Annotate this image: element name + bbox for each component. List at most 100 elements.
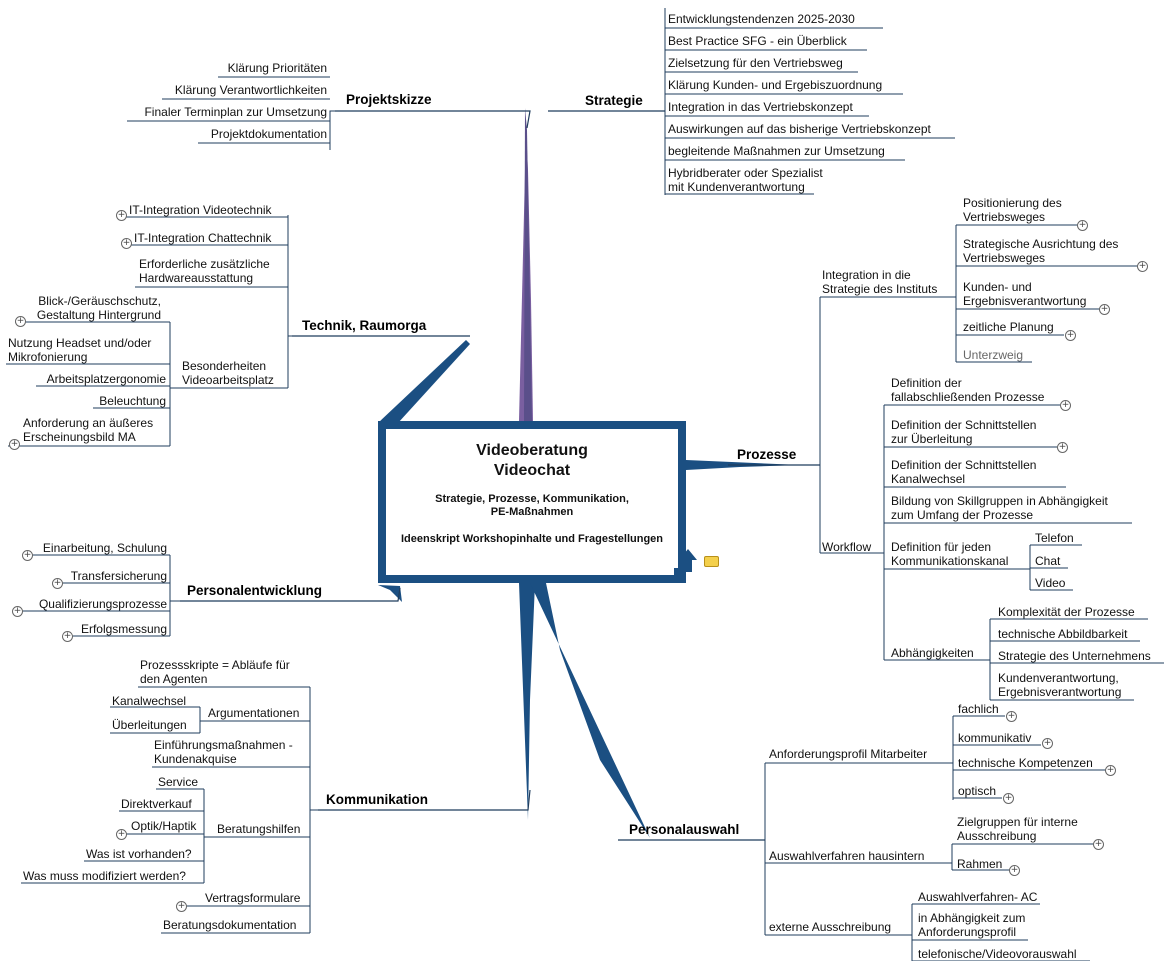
node-beratungshilfen[interactable]: Beratungshilfen	[217, 822, 301, 836]
node-kommunikativ[interactable]: kommunikativ	[958, 731, 1032, 745]
node-auswahlverfahren-ac[interactable]: Auswahlverfahren- AC	[918, 890, 1038, 904]
node-zielsetzung-für-den-vertriebsweg[interactable]: Zielsetzung für den Vertriebsweg	[668, 56, 843, 70]
node-hybridberater-oder-spezialist[interactable]: Hybridberater oder Spezialist mit Kunden…	[668, 166, 823, 194]
node-workflow[interactable]: Workflow	[822, 540, 872, 554]
node-definition-der-schnittstellen[interactable]: Definition der Schnittstellen Kanalwechs…	[891, 458, 1037, 486]
node-it-integration-videotechnik[interactable]: IT-Integration Videotechnik	[129, 203, 272, 217]
node-definition-der[interactable]: Definition der fallabschließenden Prozes…	[891, 376, 1045, 404]
node-besonderheiten[interactable]: Besonderheiten Videoarbeitsplatz	[182, 359, 274, 387]
expand-icon[interactable]: +	[9, 439, 20, 450]
expand-icon[interactable]: +	[1137, 261, 1148, 272]
node-telefon[interactable]: Telefon	[1035, 531, 1074, 545]
hyperlink-arrow-icon[interactable]	[668, 548, 698, 584]
node-definition-der-schnittstellen[interactable]: Definition der Schnittstellen zur Überle…	[891, 418, 1037, 446]
node-begleitende-maßnahmen-zur-umsetzung[interactable]: begleitende Maßnahmen zur Umsetzung	[668, 144, 885, 158]
expand-icon[interactable]: +	[1009, 865, 1020, 876]
node-optik-haptik[interactable]: Optik/Haptik	[131, 819, 197, 833]
node-beleuchtung[interactable]: Beleuchtung	[99, 394, 166, 408]
node-technische-abbildbarkeit[interactable]: technische Abbildbarkeit	[998, 627, 1128, 641]
node-qualifizierungsprozesse[interactable]: Qualifizierungsprozesse	[38, 597, 167, 611]
node-unterzweig[interactable]: Unterzweig	[963, 348, 1024, 362]
main-topic-prozesse[interactable]: Prozesse	[737, 447, 797, 462]
node-finaler-terminplan-zur-umsetzung[interactable]: Finaler Terminplan zur Umsetzung	[144, 105, 327, 119]
node-technische-kompetenzen[interactable]: technische Kompetenzen	[958, 756, 1093, 770]
node-it-integration-chattechnik[interactable]: IT-Integration Chattechnik	[134, 231, 272, 245]
main-topic-personalentwicklung[interactable]: Personalentwicklung	[187, 583, 323, 598]
node-in-abhängigkeit-zum[interactable]: in Abhängigkeit zum Anforderungsprofil	[918, 911, 1026, 939]
node-optisch[interactable]: optisch	[958, 784, 997, 798]
node-abhängigkeiten[interactable]: Abhängigkeiten	[891, 646, 974, 660]
expand-icon[interactable]: +	[1077, 220, 1088, 231]
node-klärung-verantwortlichkeiten[interactable]: Klärung Verantwortlichkeiten	[174, 83, 327, 97]
node-erforderliche-zusätzliche[interactable]: Erforderliche zusätzliche Hardwareaussta…	[139, 257, 270, 285]
expand-icon[interactable]: +	[15, 316, 26, 327]
node-einarbeitung-schulung[interactable]: Einarbeitung, Schulung	[42, 541, 167, 555]
expand-icon[interactable]: +	[176, 901, 187, 912]
node-nutzung-headset-und-oder[interactable]: Nutzung Headset und/oder Mikrofonierung	[8, 336, 152, 364]
node-positionierung-des[interactable]: Positionierung des Vertriebsweges	[963, 196, 1062, 224]
node-vertragsformulare[interactable]: Vertragsformulare	[205, 891, 301, 905]
expand-icon[interactable]: +	[1060, 400, 1071, 411]
node-was-muss-modifiziert-werden[interactable]: Was muss modifiziert werden?	[23, 869, 186, 883]
node-best-practice-sfg-ein-überblick[interactable]: Best Practice SFG - ein Überblick	[668, 34, 847, 48]
node-komplexität-der-prozesse[interactable]: Komplexität der Prozesse	[998, 605, 1135, 619]
node-anforderung-an-äußeres[interactable]: Anforderung an äußeres Erscheinungsbild …	[23, 416, 154, 444]
node-kunden-und[interactable]: Kunden- und Ergebnisverantwortung	[963, 280, 1087, 308]
expand-icon[interactable]: +	[1099, 304, 1110, 315]
node-überleitungen[interactable]: Überleitungen	[112, 718, 187, 732]
expand-icon[interactable]: +	[116, 210, 127, 221]
node-erfolgsmessung[interactable]: Erfolgsmessung	[80, 622, 167, 636]
expand-icon[interactable]: +	[1006, 711, 1017, 722]
main-topic-projektskizze[interactable]: Projektskizze	[346, 92, 432, 107]
node-integration-in-das-vertriebskonzept[interactable]: Integration in das Vertriebskonzept	[668, 100, 853, 114]
node-direktverkauf[interactable]: Direktverkauf	[121, 797, 192, 811]
node-projektdokumentation[interactable]: Projektdokumentation	[210, 127, 327, 141]
note-icon[interactable]	[704, 556, 719, 567]
node-rahmen[interactable]: Rahmen	[957, 857, 1003, 871]
node-kanalwechsel[interactable]: Kanalwechsel	[112, 694, 187, 708]
main-topic-technik-raumorga[interactable]: Technik, Raumorga	[302, 318, 427, 333]
node-arbeitsplatzergonomie[interactable]: Arbeitsplatzergonomie	[46, 372, 166, 386]
expand-icon[interactable]: +	[52, 578, 63, 589]
expand-icon[interactable]: +	[1003, 793, 1014, 804]
expand-icon[interactable]: +	[121, 238, 132, 249]
node-kundenverantwortung[interactable]: Kundenverantwortung, Ergebnisverantwortu…	[998, 671, 1122, 699]
node-strategische-ausrichtung-des[interactable]: Strategische Ausrichtung des Vertriebswe…	[963, 237, 1119, 265]
expand-icon[interactable]: +	[116, 829, 127, 840]
node-anforderungsprofil-mitarbeiter[interactable]: Anforderungsprofil Mitarbeiter	[769, 747, 928, 761]
node-chat[interactable]: Chat	[1035, 554, 1061, 568]
expand-icon[interactable]: +	[1093, 839, 1104, 850]
node-was-ist-vorhanden[interactable]: Was ist vorhanden?	[86, 847, 192, 861]
node-video[interactable]: Video	[1035, 576, 1066, 590]
node-auswirkungen-auf-das-bisherige-vertriebs[interactable]: Auswirkungen auf das bisherige Vertriebs…	[668, 122, 931, 136]
node-externe-ausschreibung[interactable]: externe Ausschreibung	[769, 920, 892, 934]
node-fachlich[interactable]: fachlich	[958, 702, 999, 716]
node-klärung-kunden-und-ergebiszuordnung[interactable]: Klärung Kunden- und Ergebiszuordnung	[668, 78, 883, 92]
expand-icon[interactable]: +	[1065, 330, 1076, 341]
node-definition-für-jeden[interactable]: Definition für jeden Kommunikationskanal	[891, 540, 1009, 568]
node-bildung-von-skillgruppen-in-abhängigkeit[interactable]: Bildung von Skillgruppen in Abhängigkeit…	[891, 494, 1108, 522]
node-service[interactable]: Service	[158, 775, 199, 789]
expand-icon[interactable]: +	[1057, 442, 1068, 453]
expand-icon[interactable]: +	[62, 631, 73, 642]
node-argumentationen[interactable]: Argumentationen	[208, 706, 300, 720]
node-zielgruppen-für-interne[interactable]: Zielgruppen für interne Ausschreibung	[957, 815, 1078, 843]
node-blick-geräuschschutz[interactable]: Blick-/Geräuschschutz, Gestaltung Hinter…	[36, 294, 161, 322]
node-klärung-prioritäten[interactable]: Klärung Prioritäten	[227, 61, 327, 75]
node-transfersicherung[interactable]: Transfersicherung	[70, 569, 167, 583]
node-beratungsdokumentation[interactable]: Beratungsdokumentation	[163, 918, 297, 932]
node-prozessskripte-abläufe-für[interactable]: Prozessskripte = Abläufe für den Agenten	[140, 658, 290, 686]
expand-icon[interactable]: +	[1042, 738, 1053, 749]
main-topic-personalauswahl[interactable]: Personalauswahl	[629, 822, 740, 837]
node-strategie-des-unternehmens[interactable]: Strategie des Unternehmens	[998, 649, 1151, 663]
node-einführungsmaßnahmen[interactable]: Einführungsmaßnahmen - Kundenakquise	[154, 738, 293, 766]
node-integration-in-die[interactable]: Integration in die Strategie des Institu…	[822, 268, 938, 296]
node-entwicklungstendenzen-2025-2030[interactable]: Entwicklungstendenzen 2025-2030	[668, 12, 855, 26]
node-auswahlverfahren-hausintern[interactable]: Auswahlverfahren hausintern	[769, 849, 925, 863]
expand-icon[interactable]: +	[22, 550, 33, 561]
expand-icon[interactable]: +	[12, 606, 23, 617]
main-topic-kommunikation[interactable]: Kommunikation	[326, 792, 429, 807]
expand-icon[interactable]: +	[1105, 765, 1116, 776]
node-telefonische-videovorauswahl[interactable]: telefonische/Videovorauswahl	[918, 947, 1077, 961]
